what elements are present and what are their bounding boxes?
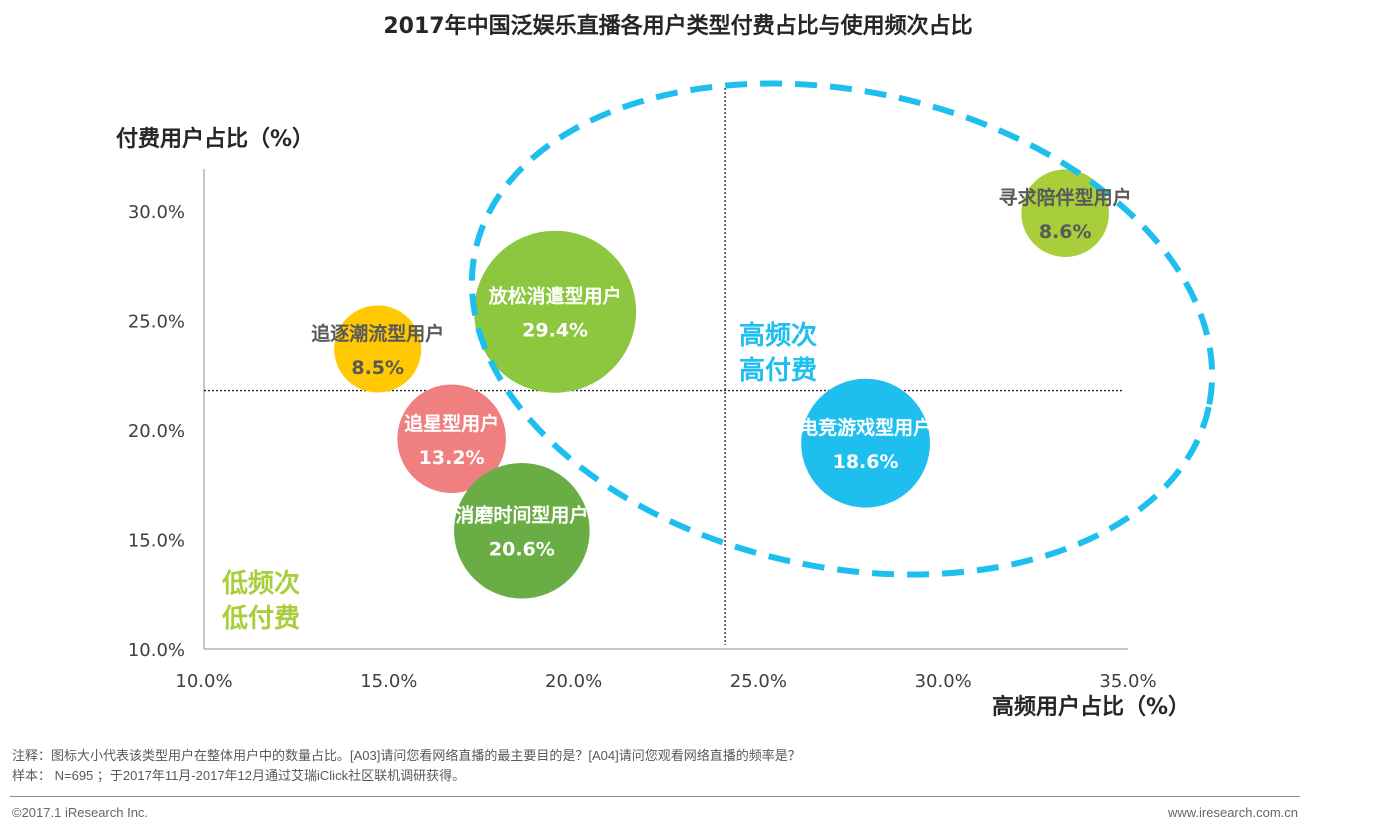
quadrant-label: 高频次 [739,320,817,351]
y-tick-label: 10.0% [128,640,185,661]
x-tick-label: 30.0% [915,671,972,692]
footer-divider [10,796,1300,797]
bubble [397,384,506,494]
bubble-value-label: 8.6% [1039,221,1092,243]
high-frequency-highlight-ellipse [468,80,1216,578]
bubble-value-label: 18.6% [833,451,899,473]
bubble-value-label: 20.6% [489,539,555,561]
bubble-value-label: 29.4% [522,320,588,342]
bubble-name-label: 电竞游戏型用户 [799,416,932,439]
quadrant-label: 低频次 [221,569,300,599]
sample-note: 样本： N=695 ；于2017年11月-2017年12月通过艾瑞iClick社… [12,768,466,783]
bubble-value-label: 13.2% [419,447,485,469]
y-tick-label: 20.0% [128,421,185,442]
bubble-name-label: 追星型用户 [404,412,499,435]
bubble-name-label: 寻求陪伴型用户 [999,186,1132,209]
chart-title: 2017年中国泛娱乐直播各用户类型付费占比与使用频次占比 [383,14,973,39]
y-tick-label: 25.0% [128,312,185,333]
x-tick-label: 15.0% [360,671,417,692]
bubble [454,462,590,599]
y-tick-label: 15.0% [128,531,185,552]
x-axis-title: 高频用户占比（%） [992,694,1190,720]
bubble [801,378,931,508]
website-text: www.iresearch.com.cn [1167,805,1298,820]
x-tick-label: 25.0% [730,671,787,692]
x-tick-label: 35.0% [1099,671,1156,692]
copyright-text: ©2017.1 iResearch Inc. [12,805,149,820]
bubble-name-label: 消磨时间型用户 [455,504,588,527]
bubble-name-label: 追逐潮流型用户 [311,322,444,345]
bubble [474,230,637,393]
quadrant-label: 高付费 [739,355,817,386]
y-tick-label: 30.0% [128,202,185,223]
bubble-name-label: 放松消遣型用户 [488,285,622,308]
bubble-value-label: 8.5% [351,357,404,379]
bubble [1021,169,1109,257]
x-tick-label: 10.0% [175,671,232,692]
y-axis-title: 付费用户占比（%） [116,126,314,152]
quadrant-label: 低付费 [221,604,300,634]
bubble [334,305,422,393]
chart-note: 注释：图标大小代表该类型用户在整体用户中的数量占比。[A03]请问您看网络直播的… [12,748,801,763]
x-tick-label: 20.0% [545,671,602,692]
